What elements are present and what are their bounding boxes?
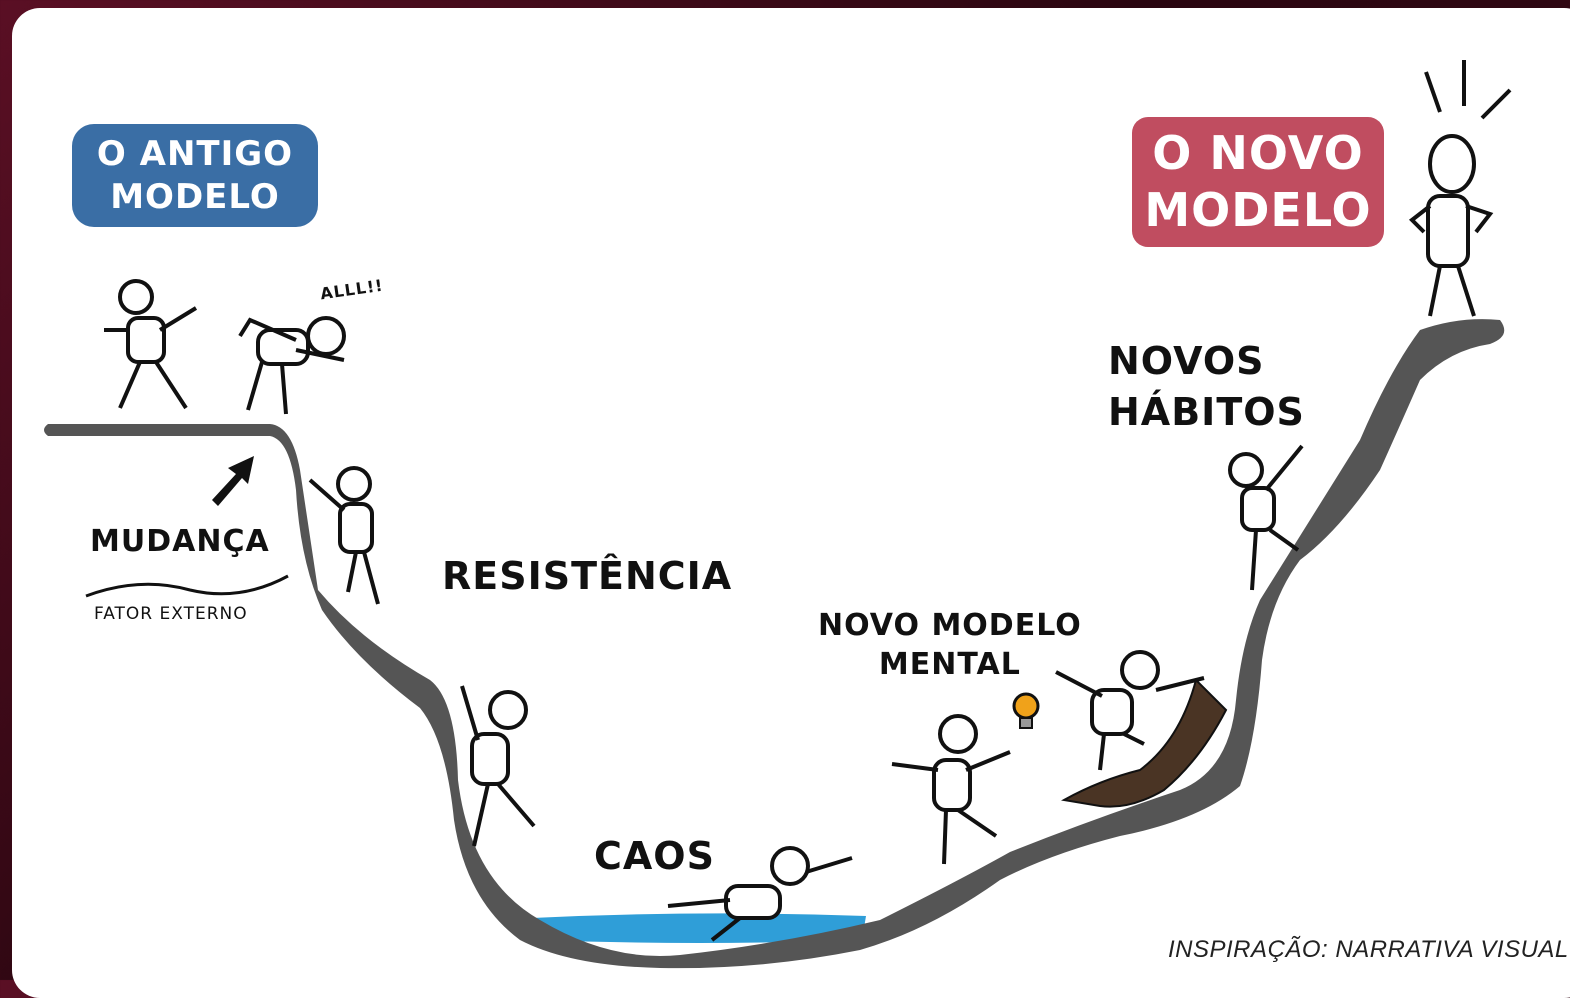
new-mental-model-line-1: NOVO MODELO [818, 608, 1082, 643]
water-pool [532, 913, 866, 943]
new-model-line-1: O NOVO [1152, 125, 1364, 180]
valley-terrain [44, 319, 1505, 969]
stick-figure-pushing [1055, 650, 1205, 771]
new-mental-model-label: NOVO MODELO MENTAL [818, 606, 1082, 684]
stick-figure-falling [238, 316, 346, 415]
new-habits-line-2: HÁBITOS [1108, 390, 1305, 435]
stick-figure-climbing-up [1228, 444, 1304, 591]
resistance-label: RESISTÊNCIA [442, 554, 733, 598]
credit-text: INSPIRAÇÃO: NARRATIVA VISUAL [1168, 936, 1569, 963]
log-shape [1061, 678, 1228, 808]
lightbulb-icon [1012, 692, 1040, 729]
stick-figure-thinking [891, 714, 1011, 865]
new-habits-line-1: NOVOS [1108, 339, 1265, 383]
stick-figure-chaos [667, 846, 853, 942]
external-factor-label: FATOR EXTERNO [94, 604, 248, 624]
arrow-up-icon [212, 456, 254, 506]
old-model-line-2: MODELO [110, 176, 280, 217]
old-model-line-1: O ANTIGO [96, 134, 294, 174]
new-mental-model-line-2: MENTAL [878, 647, 1021, 682]
stick-figure-climbing-down [308, 466, 380, 605]
new-habits-label: NOVOS HÁBITOS [1108, 336, 1305, 439]
new-model-badge: O NOVO MODELO [1132, 117, 1384, 247]
stick-figure-sliding [460, 685, 536, 847]
change-label: MUDANÇA [90, 524, 270, 559]
squiggle-line [85, 574, 289, 598]
new-model-line-2: MODELO [1144, 183, 1372, 237]
stick-figure-walking [104, 279, 198, 410]
stick-figure-triumphant [1408, 60, 1512, 317]
old-model-badge: O ANTIGO MODELO [72, 124, 318, 227]
chaos-label: CAOS [594, 834, 715, 878]
